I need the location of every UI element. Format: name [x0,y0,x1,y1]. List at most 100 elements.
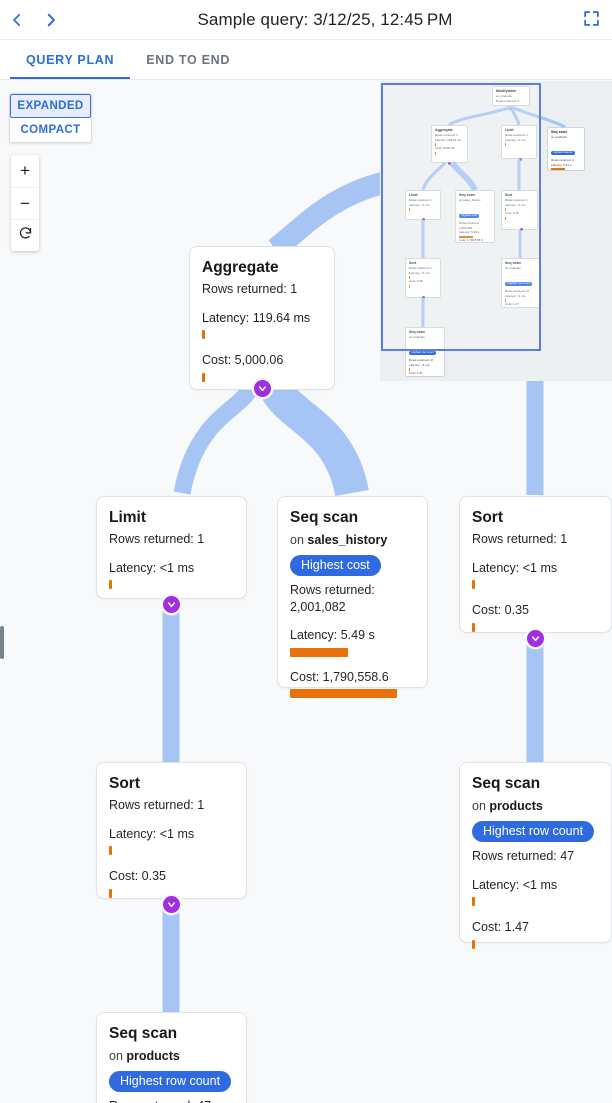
minimap-node-title: Seq scan [409,330,425,334]
minimap-node: Seq scan on products Highest row count R… [405,327,445,377]
minimap-node: Sort Rows returned: 1 Latency: <1 ms Cos… [501,190,538,230]
minimap-bar [505,216,506,220]
minimap-toggle-dot [520,228,524,232]
chevron-down-icon [530,633,541,644]
node-cost: Cost: 1,790,558.6 [290,669,389,684]
plan-node-seqscan-sales-history[interactable]: Seq scan on sales_history Highest cost R… [277,496,428,698]
minimap-toggle-dot [422,296,426,300]
minimap-node: Modifytable on products Rows returned: 3 [492,86,530,106]
minimap-node-sub: Latency: <1 ms [505,203,526,208]
node-rows-returned: Rows returned: 1 [109,797,205,812]
minimap-node-sub: Latency: <1 ms [505,138,526,143]
node-latency: Latency: <1 ms [109,561,195,576]
cost-bar [290,688,397,698]
minus-icon: − [20,193,30,213]
zoom-in-button[interactable]: + [11,155,39,187]
tab-query-plan[interactable]: QUERY PLAN [10,40,131,79]
minimap-node-sub: Latency: <1 ms [409,203,430,208]
reset-icon [18,226,33,246]
node-title: Sort [472,509,503,526]
edge-root-to-aggregate [268,170,395,258]
minimap-node-title: Seq scan [505,261,521,265]
minimap-viewport-rect[interactable] [381,83,541,351]
back-button[interactable] [0,3,34,37]
plan-node-aggregate[interactable]: Aggregate Rows returned: 1 Latency: 119.… [189,246,335,390]
minimap-node-sub: on products [551,135,567,140]
minimap-node-sub: Latency: 119.64 ms [435,138,461,143]
collapse-toggle-sort-left[interactable] [163,896,180,913]
tab-query-plan-label: QUERY PLAN [26,52,115,67]
minimap-node-sub: on products [496,94,512,99]
node-latency: Latency: <1 ms [109,827,195,842]
minimap-node-sub: Latency: 5.61 s [551,162,572,167]
canvas-resize-handle[interactable] [0,626,4,659]
node-rows-returned: Rows returned: 1 [202,281,298,296]
compact-mode-label: COMPACT [20,124,81,136]
minimap-node: Limit Rows returned: 1 Latency: <1 ms [405,190,441,220]
latency-bar [109,580,112,590]
minimap-bar [435,143,436,147]
node-latency: Latency: 5.49 s [290,628,375,643]
expanded-mode-button[interactable]: EXPANDED [10,94,91,118]
minimap-bar [505,208,506,212]
minimap-node-sub: on products [409,335,425,340]
plus-icon: + [20,161,30,180]
node-relation-prefix: on [109,1048,127,1063]
app-header: Sample query: 3/12/25, 12:45 PM [0,0,612,40]
node-title: Seq scan [290,509,359,526]
minimap-node-sub: Rows returned: 3 [496,99,519,104]
chevron-down-icon [257,383,268,394]
node-title: Seq scan [109,1025,178,1042]
collapse-toggle-limit[interactable] [163,596,180,613]
cost-bar [109,888,112,898]
minimap-node-sub: Cost: 0.35 [505,211,519,216]
node-cost: Cost: 0.35 [109,869,166,884]
minimap-node-sub: Rows returned: 1 [505,198,528,203]
expanded-mode-label: EXPANDED [17,100,84,112]
fullscreen-button[interactable] [578,8,604,34]
chevron-down-icon [166,599,177,610]
compact-mode-button[interactable]: COMPACT [10,118,91,142]
collapse-toggle-aggregate[interactable] [254,380,271,397]
node-relation: on products [109,1046,234,1066]
minimap-node-sub: Rows returned: 1 [551,158,574,163]
minimap-node-sub: Rows returned: 1 [409,266,432,271]
minimap-bar [505,143,506,147]
plan-node-sort-right[interactable]: Sort Rows returned: 1 Latency: <1 ms Cos… [459,496,612,633]
node-title: Aggregate [202,259,279,276]
status-badge-highest-row-count: Highest row count [472,820,595,842]
minimap-node: Aggregate Rows returned: 1 Latency: 119.… [431,125,468,163]
minimap-node-sub: Rows returned: 2,001,082 [459,221,480,230]
minimap-node-sub: Latency: <1 ms [409,271,430,276]
tab-end-to-end[interactable]: END TO END [130,40,246,79]
cost-bar [202,372,205,382]
plan-node-limit[interactable]: Limit Rows returned: 1 Latency: <1 ms [96,496,247,599]
plan-node-seqscan-products-bottom[interactable]: Seq scan on products Highest row count R… [96,1012,247,1103]
node-relation-name: products [489,798,543,813]
plan-node-sort-left[interactable]: Sort Rows returned: 1 Latency: <1 ms Cos… [96,762,247,899]
minimap-node-sub: Cost: 1.47 [409,371,423,376]
minimap-badge: Highest row count [505,281,533,287]
plan-canvas[interactable]: Modifytable on products Rows returned Li… [0,81,612,1103]
node-cost: Cost: 5,000.06 [202,353,284,368]
edge-aggregate-to-seqscan [261,379,369,497]
latency-bar [472,897,475,907]
node-title: Limit [109,509,147,526]
minimap-badge: Highest latency [551,150,576,156]
minimap-node-sub: on products [505,266,521,271]
zoom-out-button[interactable]: − [11,187,39,219]
node-relation-prefix: on [290,532,308,547]
minimap-bar [409,284,410,288]
plan-node-seqscan-products-right[interactable]: Seq scan on products Highest row count R… [459,762,612,949]
minimap-bar [435,151,436,155]
zoom-reset-button[interactable] [11,219,39,251]
node-title: Sort [109,775,140,792]
minimap-node: Seq scan on products Highest latency Row… [547,127,585,171]
forward-button[interactable] [34,3,68,37]
minimap-node-sub: Rows returned: 1 [505,133,528,138]
minimap-node-title: Limit [505,128,514,132]
collapse-toggle-sort-right[interactable] [527,630,544,647]
minimap[interactable]: Modifytable on products Rows returned: 3… [380,81,612,381]
minimap-node: Seq scan on sales_history Highest cost R… [455,190,495,243]
status-badge-highest-cost: Highest cost [290,554,381,576]
